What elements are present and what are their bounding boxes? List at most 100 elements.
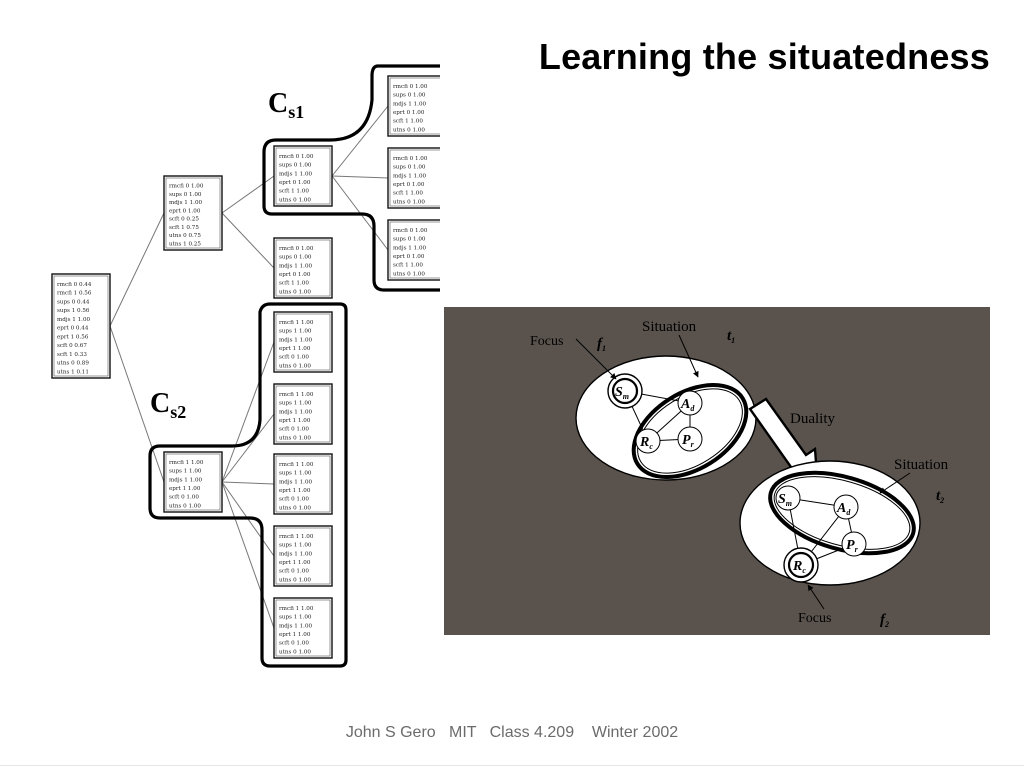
slide-footer: John S Gero MIT Class 4.209 Winter 2002 xyxy=(345,724,679,741)
tree-node-line: mdjs 1 1.00 xyxy=(279,623,313,629)
tree-node-line: scft 1 0.75 xyxy=(169,225,199,231)
sm-node-t1: Sm xyxy=(615,385,629,401)
panel-background xyxy=(444,307,990,635)
tree-node-line: utns 0 1.00 xyxy=(393,271,425,277)
tree-node-line: mdjs 1 1.00 xyxy=(279,409,313,415)
tree-node-line: rmcfi 1 1.00 xyxy=(169,460,204,466)
tree-node-line: mdjs 1 1.00 xyxy=(279,337,313,343)
tree-node-line: utns 0 1.00 xyxy=(279,363,311,369)
tree-node-line: mdjs 1 1.00 xyxy=(393,245,427,251)
tree-node-line: scft 1 1.00 xyxy=(393,119,423,125)
tree-edge-cs2_parent-cs2_leaf_5 xyxy=(221,481,275,629)
tree-node-line: scft 1 1.00 xyxy=(393,263,423,269)
tree-node-line: rmcfi 0 0.44 xyxy=(57,282,92,288)
tree-node-line: scft 0 1.00 xyxy=(279,569,309,575)
tree-node-line: utns 0 0.75 xyxy=(169,233,201,239)
tree-node-line: scft 0 1.00 xyxy=(279,355,309,361)
tree-node-line: eprt 0 0.44 xyxy=(57,326,89,332)
tree-node-line: eprt 0 1.00 xyxy=(279,180,311,186)
tree-node-line: scft 0 1.00 xyxy=(169,495,199,501)
tree-node-line: rmcfi 0 1.00 xyxy=(169,184,204,190)
tree-node-line: eprt 1 1.00 xyxy=(169,486,201,492)
tree-node-line: sups 1 1.00 xyxy=(279,401,312,407)
duality-label: Duality xyxy=(790,411,835,427)
sm-node-t2: Sm xyxy=(778,492,792,508)
tree-node-line: scft 1 1.00 xyxy=(393,191,423,197)
tree-node-line: sups 0 1.00 xyxy=(279,255,312,261)
tree-edge-cs2_parent-cs2_leaf_1 xyxy=(221,341,275,483)
tree-node-line: mdjs 1 1.00 xyxy=(169,477,203,483)
tree-node-line: scft 0 1.00 xyxy=(279,641,309,647)
tree-node-line: eprt 0 1.00 xyxy=(393,110,425,116)
tree-node-line: utns 0 1.00 xyxy=(393,127,425,133)
t2-label: t2 xyxy=(936,488,944,505)
tree-node-line: rmcfi 0 1.00 xyxy=(279,154,314,160)
tree-node-line: mdjs 1 1.00 xyxy=(393,101,427,107)
tree-node-line: eprt 1 1.00 xyxy=(279,488,311,494)
tree-node-line: utns 0 1.00 xyxy=(279,289,311,295)
focus-label-t1: Focus xyxy=(530,334,563,349)
tree-node-line: scft 1 1.00 xyxy=(279,281,309,287)
ad-node-t1: Ad xyxy=(680,397,695,413)
tree-node-line: eprt 1 1.00 xyxy=(279,632,311,638)
tree-edge-cs1_parent-cs1_leaf_2 xyxy=(331,175,389,179)
tree-node-line: utns 0 1.00 xyxy=(279,435,311,441)
tree-node-line: utns 0 1.00 xyxy=(279,505,311,511)
f1-label: f1 xyxy=(597,336,606,353)
situation-label-t2: Situation xyxy=(894,457,949,473)
tree-node-line: scft 0 1.00 xyxy=(279,497,309,503)
tree-node-line: utns 0 1.00 xyxy=(279,577,311,583)
tree-node-line: rmcfi 1 1.00 xyxy=(279,462,314,468)
tree-node-line: sups 0 1.00 xyxy=(169,192,202,198)
tree-node-line: eprt 0 1.00 xyxy=(393,254,425,260)
tree-node-line: eprt 1 0.56 xyxy=(57,334,89,340)
tree-node-line: utns 0 1.00 xyxy=(279,649,311,655)
tree-edge-mid1-mid1_leaf xyxy=(221,212,275,269)
tree-node-line: sups 0 1.00 xyxy=(393,237,426,243)
tree-node-line: eprt 0 1.00 xyxy=(279,272,311,278)
cs1-label: Cs1 xyxy=(268,88,304,122)
tree-node-line: sups 1 1.00 xyxy=(279,471,312,477)
tree-edge-cs1_parent-cs1_leaf_1 xyxy=(331,105,389,177)
tree-node-cs2-leaf-3: rmcfi 1 1.00 sups 1 1.00 mdjs 1 1.00 eprt 1… xyxy=(273,453,333,515)
tree-node-line: mdjs 1 1.00 xyxy=(169,200,203,206)
cs2-label: Cs2 xyxy=(150,388,186,422)
t1-label: t1 xyxy=(727,328,735,345)
tree-node-line: rmcfi 0 1.00 xyxy=(393,156,428,162)
tree-node-line: utns 1 0.25 xyxy=(169,241,201,247)
rc-node-t1: Rc xyxy=(639,435,653,451)
tree-edge-mid1-cs1_parent xyxy=(221,175,275,214)
tree-node-line: rmcfi 1 1.00 xyxy=(279,606,314,612)
tree-node-line: sups 0 1.00 xyxy=(393,165,426,171)
slide-title: Learning the situatedness xyxy=(538,36,990,77)
rc-node-t2: Rc xyxy=(792,559,806,575)
tree-node-cs2-leaf-5: rmcfi 1 1.00 sups 1 1.00 mdjs 1 1.00 eprt 1… xyxy=(273,597,333,659)
footer-rule xyxy=(0,765,1024,766)
focus-label-t2: Focus xyxy=(798,611,831,626)
tree-node-line: mdjs 1 1.00 xyxy=(279,479,313,485)
tree-node-line: sups 1 1.00 xyxy=(279,543,312,549)
tree-edge-root-mid1 xyxy=(109,212,165,327)
tree-node-line: eprt 1 1.00 xyxy=(279,346,311,352)
pr-node-t2: Pr xyxy=(846,538,859,554)
tree-node-line: scft 0 1.00 xyxy=(279,427,309,433)
tree-node-line: rmcfi 1 1.00 xyxy=(279,534,314,540)
tree-node-line: sups 1 1.00 xyxy=(279,615,312,621)
tree-node-line: rmcfi 0 1.00 xyxy=(393,84,428,90)
tree-node-line: rmcfi 1 1.00 xyxy=(279,392,314,398)
situation-label-t1: Situation xyxy=(642,319,697,335)
tree-node-line: eprt 1 1.00 xyxy=(279,560,311,566)
pr-node-t1: Pr xyxy=(682,433,695,449)
tree-node-line: scft 1 1.00 xyxy=(279,189,309,195)
tree-node-line: mdjs 1 1.00 xyxy=(57,317,91,323)
tree-node-line: mdjs 1 1.00 xyxy=(393,173,427,179)
